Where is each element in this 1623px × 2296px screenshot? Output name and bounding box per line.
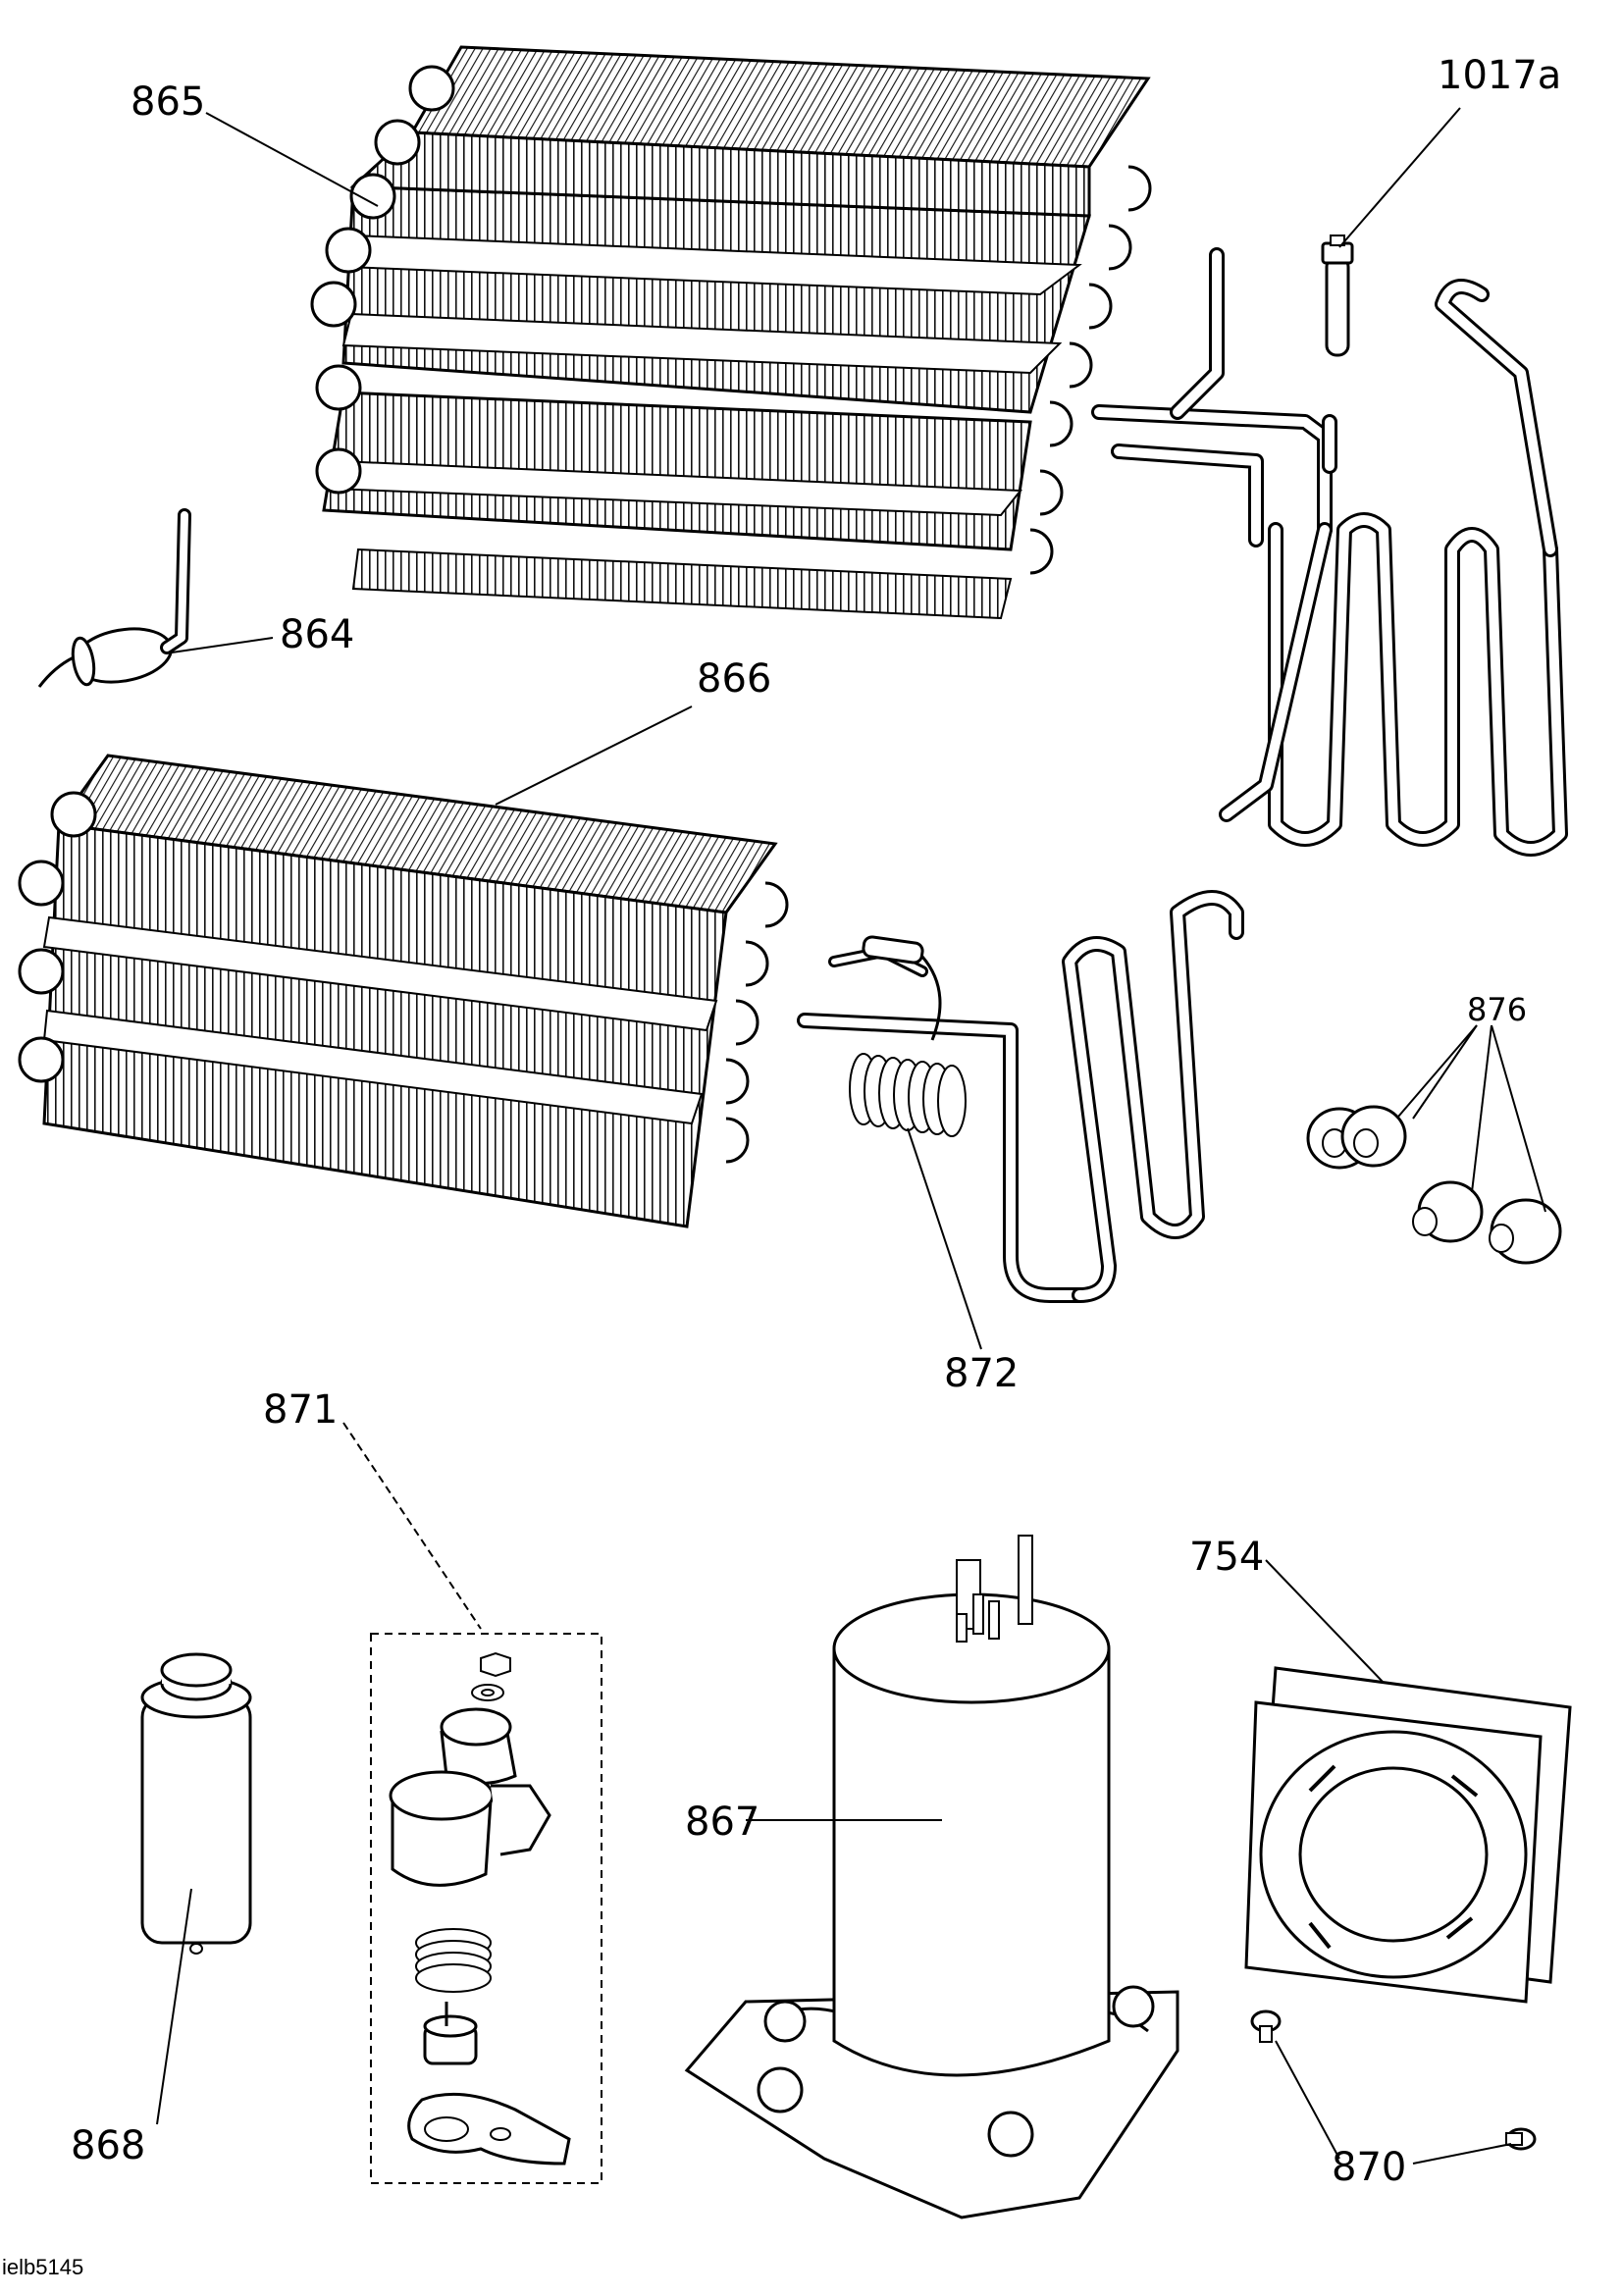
compressor-867: [684, 1535, 1179, 2219]
grommets-876: [1306, 1105, 1562, 1265]
label-868: 868: [71, 2123, 145, 2168]
capillary-coil-872: [849, 1053, 967, 1137]
label-1017a: 1017a: [1438, 53, 1561, 98]
evaporator-upper-right-bends: [1029, 165, 1152, 575]
label-866: 866: [697, 656, 771, 702]
label-754: 754: [1189, 1535, 1264, 1580]
capacitor-868: [140, 1652, 252, 1955]
filter-drier-864: [37, 508, 191, 688]
label-871: 871: [263, 1387, 338, 1433]
leader-lines: [156, 107, 1546, 2165]
fan-754: [1244, 1666, 1572, 2004]
label-864: 864: [280, 612, 354, 657]
label-876: 876: [1467, 991, 1527, 1028]
valve-kit-871: [370, 1633, 602, 2184]
evaporator-lower-right-bends: [725, 881, 789, 1164]
reference-code: ielb5145: [2, 2255, 84, 2279]
label-867: 867: [685, 1800, 759, 1845]
sensor-1017a: [1321, 235, 1354, 357]
label-870: 870: [1332, 2145, 1406, 2190]
evaporator-lower-left-bends: [18, 791, 97, 1083]
evaporator-upper-left-bends: [310, 65, 455, 495]
evaporator-lower: [18, 754, 1244, 1303]
label-865: 865: [131, 79, 205, 125]
screws-870: [1250, 2009, 1537, 2151]
evaporator-upper: [310, 45, 1568, 857]
label-872: 872: [944, 1351, 1019, 1396]
